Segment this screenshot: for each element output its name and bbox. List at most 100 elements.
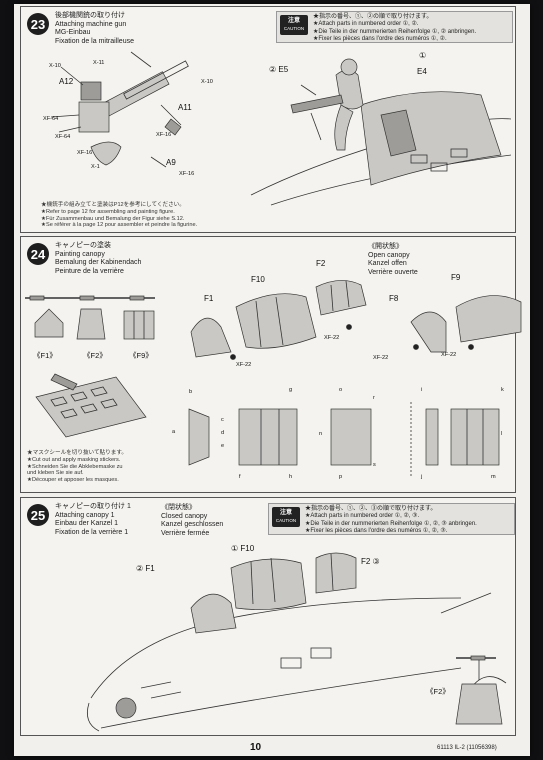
part-xf22d: XF-22 — [441, 352, 457, 358]
note-line: ★Refer to page 12 for assembling and pai… — [41, 208, 175, 215]
caution-line: ★Die Teile in der nummerierten Reihenfol… — [313, 28, 477, 35]
mask-r: r — [373, 395, 375, 401]
part-x10: X-10 — [49, 63, 61, 69]
part-f2: F2 — [316, 259, 326, 268]
caution-box: 注意 CAUTION ★指示の番号、①、②、③の順で取り付けます。 ★Attac… — [268, 503, 515, 535]
mask-o: o — [339, 387, 343, 393]
step-23-titles: 後部機関銃の取り付け Attaching machine gun MG-Einb… — [55, 12, 134, 46]
mask-f: f — [239, 474, 241, 480]
masking-sheet-drawing — [35, 373, 147, 438]
label-e4: E4 — [417, 67, 427, 76]
mask-line: ★Cut out and apply masking stickers. — [27, 456, 121, 463]
part-xf22b: XF-22 — [324, 335, 340, 341]
title-jp: 後部機関銃の取り付け — [55, 12, 125, 19]
label-e4-number: ① — [419, 51, 427, 60]
title-de: Einbau der Kanzel 1 — [55, 520, 119, 528]
part-xf64b: XF-64 — [55, 134, 71, 140]
closed-fr: Verrière fermée — [161, 529, 210, 537]
open-fr: Verrière ouverte — [368, 268, 418, 276]
mask-application-drawing — [188, 402, 500, 477]
title-jp: キャノピーの取り付け 1 — [55, 503, 131, 510]
part-xf22c: XF-22 — [373, 355, 389, 361]
canopy-parts-drawing — [190, 280, 522, 360]
view-f2: 《F2》 — [426, 687, 450, 696]
caution-line: ★Fixer les pièces dans l'ordre des numér… — [313, 35, 447, 42]
mask-h: h — [289, 474, 293, 480]
part-xf16c: XF-16 — [179, 171, 195, 177]
caution-line: ★Attach parts in numbered order ①, ②, ③. — [305, 513, 420, 520]
product-code: 61113 IL-2 (11056398) — [437, 745, 497, 751]
mask-s: s — [373, 462, 376, 468]
f2-detail-drawing — [455, 655, 503, 725]
step-25-panel: 25 キャノピーの取り付け 1 Attaching canopy 1 Einba… — [20, 497, 516, 736]
part-a12: A12 — [59, 77, 74, 86]
part-x10b: X-10 — [201, 79, 213, 85]
part-xf16: XF-16 — [156, 132, 172, 138]
view-f2: 《F2》 — [83, 351, 107, 360]
view-f9: 《F9》 — [129, 351, 153, 360]
part-f1: F1 — [204, 294, 214, 303]
part-x11: X-11 — [93, 60, 105, 66]
mask-d: d — [221, 430, 225, 436]
part-xf16b: XF-16 — [77, 150, 93, 156]
mask-k: k — [501, 387, 504, 393]
caution-line: ★指示の番号、①、②、③の順で取り付けます。 — [305, 506, 437, 512]
label-f10: ① F10 — [231, 544, 255, 553]
title-fr: Peinture de la verrière — [55, 267, 124, 275]
mask-line: und kleben Sie sie auf. — [27, 470, 84, 477]
mask-b: b — [189, 389, 193, 395]
machine-gun-drawing — [50, 51, 189, 168]
label-f1: ② F1 — [136, 564, 155, 573]
step-23-panel: 23 後部機関銃の取り付け Attaching machine gun MG-E… — [20, 6, 516, 233]
caution-line: ★Die Teile in der nummerierten Reihenfol… — [305, 520, 477, 527]
step-number-25: 25 — [27, 504, 49, 526]
title-en: Painting canopy — [55, 250, 105, 258]
title-fr: Fixation de la verrière 1 — [55, 528, 129, 536]
step-number-24: 24 — [27, 243, 49, 265]
step-24-panel: 24 キャノピーの塗装 Painting canopy Bemalung der… — [20, 236, 522, 493]
gunner-fuselage-drawing — [250, 58, 512, 206]
mask-e: e — [221, 443, 225, 449]
caution-box: 注意 CAUTION ★指示の番号、①、②の順で取り付けます。 ★Attach … — [276, 11, 513, 43]
title-fr: Fixation de la mitrailleuse — [55, 37, 134, 45]
caution-line: ★指示の番号、①、②の順で取り付けます。 — [313, 14, 433, 20]
title-jp: キャノピーの塗装 — [55, 242, 111, 249]
caution-en: CAUTION — [283, 26, 305, 31]
label-f2: F2 ③ — [361, 557, 380, 566]
part-f9: F9 — [451, 273, 461, 282]
part-a9: A9 — [166, 158, 176, 167]
title-de: Bemalung der Kabinendach — [55, 259, 142, 267]
aircraft-canopy-drawing — [86, 552, 507, 732]
caution-jp: 注意 — [279, 509, 292, 516]
mask-m: m — [491, 474, 496, 480]
mask-c: c — [221, 417, 224, 423]
mask-a: a — [172, 429, 176, 435]
mask-line: ★Schneiden Sie die Abklebemaske zu — [27, 463, 123, 470]
caution-badge: 注意 CAUTION — [272, 507, 300, 527]
closed-canopy-titles: 《閉状態》 Closed canopy Kanzel geschlossen V… — [161, 504, 223, 538]
canopy-views — [25, 295, 155, 340]
part-xf64: XF-64 — [43, 116, 59, 122]
open-canopy-titles: 《開状態》 Open canopy Kanzel offen Verrière … — [368, 243, 418, 277]
closed-de: Kanzel geschlossen — [161, 521, 224, 529]
mask-line: ★Découper et apposer les masques. — [27, 477, 119, 484]
part-a11: A11 — [178, 103, 192, 112]
mask-line: ★マスクシールを切り抜いて貼ります。 — [27, 450, 127, 456]
note-line: ★機銃手の組み立てと塗装はP12を参考にしてください。 — [41, 202, 185, 208]
note-line: ★Se référer à la page 12 pour assembler … — [41, 222, 198, 229]
step-number-23: 23 — [27, 13, 49, 35]
view-f1: 《F1》 — [33, 351, 57, 360]
part-x1: X-1 — [91, 164, 100, 170]
mask-instructions: ★マスクシールを切り抜いて貼ります。 ★Cut out and apply ma… — [27, 450, 167, 484]
title-en: Attaching machine gun — [55, 20, 127, 28]
part-xf22: XF-22 — [236, 362, 252, 368]
mask-l: l — [501, 431, 503, 437]
caution-line: ★Attach parts in numbered order ①, ②. — [313, 21, 419, 28]
closed-en: Closed canopy — [161, 512, 208, 520]
step-24-titles: キャノピーの塗装 Painting canopy Bemalung der Ka… — [55, 242, 141, 276]
mask-j: j — [421, 474, 423, 480]
mask-n: n — [319, 431, 323, 437]
mask-i: i — [421, 387, 423, 393]
caution-jp: 注意 — [287, 17, 300, 24]
note-line: ★Für Zusammenbau und Bemalung der Figur … — [41, 215, 185, 222]
